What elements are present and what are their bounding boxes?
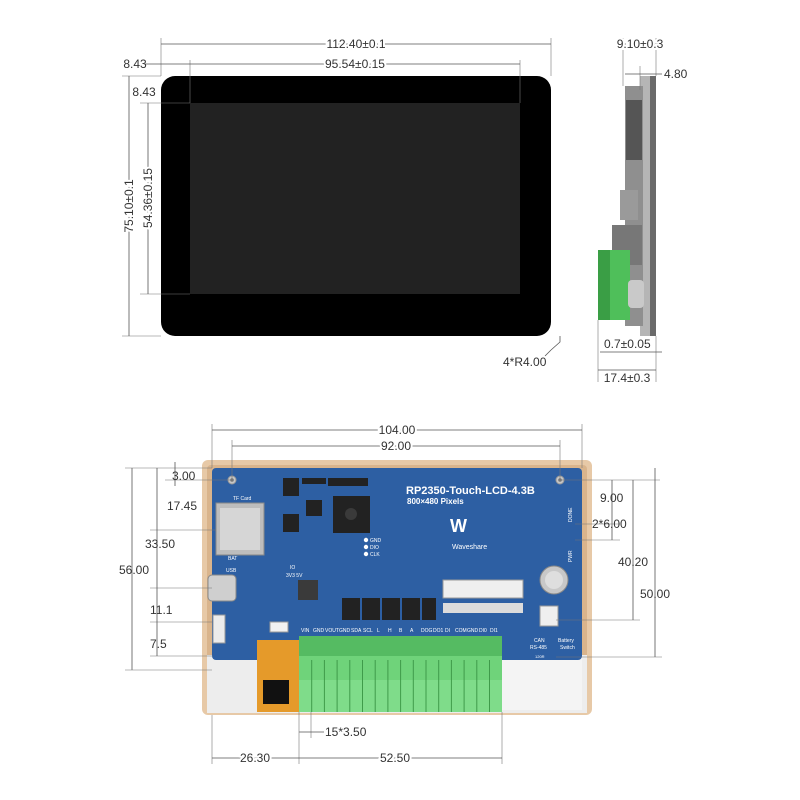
dim-2x6-00: 2*6.00 [592, 517, 627, 531]
svg-text:SDA: SDA [351, 628, 362, 634]
svg-text:DOG: DOG [421, 628, 433, 634]
dim-side-thickness-body: 17.4±0.3 [604, 371, 651, 385]
dim-17-45: 17.45 [167, 499, 197, 513]
svg-text:A: A [410, 628, 414, 634]
can-label: CAN [534, 638, 545, 644]
front-dimensions: 112.40±0.1 95.54±0.15 8.43 8.43 75.10±0.… [120, 35, 561, 369]
board-title: RP2350-Touch-LCD-4.3B [406, 485, 535, 497]
dim-back-width: 104.00 [379, 423, 416, 437]
svg-text:B: B [399, 628, 403, 634]
dim-width-overall: 112.40±0.1 [326, 37, 385, 51]
dim-terminal-offset: 26.30 [240, 751, 270, 765]
usb-c-connector [207, 574, 237, 602]
dim-hole-offset: 3.00 [172, 469, 196, 483]
svg-text:GND: GND [313, 628, 325, 634]
led-gnd-label: GND [370, 538, 382, 544]
reset-button [269, 621, 289, 633]
board-subtitle: 800×480 Pixels [407, 497, 464, 506]
svg-text:GND: GND [339, 628, 351, 634]
dim-hole-spacing: 92.00 [381, 439, 411, 453]
led-clk-label: CLK [370, 552, 380, 558]
bat-label: BAT [228, 556, 237, 562]
pin-labels: VIN GND VOUT GND SDA SCL L H B A DOG DO1… [301, 628, 498, 634]
usb-label: USB [226, 568, 237, 574]
pwr-label: PWR [568, 550, 574, 562]
svg-text:VOUT: VOUT [325, 628, 339, 634]
waveshare-logo: W [450, 516, 467, 536]
svg-text:H: H [388, 628, 392, 634]
dim-50-00: 50.00 [640, 587, 670, 601]
dim-height-overall: 75.10±0.1 [122, 179, 136, 233]
svg-text:DI: DI [445, 628, 450, 634]
dim-border-left: 8.43 [123, 57, 147, 71]
dim-40-20: 40.20 [618, 555, 648, 569]
io-label: IO [290, 565, 295, 571]
svg-text:L: L [377, 628, 380, 634]
battery-label: Battery [558, 638, 574, 644]
dim-7-5: 7.5 [150, 637, 167, 651]
svg-text:DO1: DO1 [433, 628, 444, 634]
dim-side-thickness-overall: 9.10±0.3 [617, 37, 664, 51]
svg-text:DI0: DI0 [479, 628, 487, 634]
dim-corner-radius: 4*R4.00 [503, 355, 547, 369]
svg-text:VIN: VIN [301, 628, 310, 634]
brand-label: Waveshare [452, 544, 487, 551]
dim-border-top: 8.43 [132, 85, 156, 99]
display-active-area [190, 103, 520, 294]
dim-width-active: 95.54±0.15 [325, 57, 385, 71]
dim-11-1: 11.1 [150, 603, 173, 617]
side-connector [212, 614, 226, 644]
dim-side-thickness-panel: 4.80 [664, 67, 688, 81]
tf-card-label: TF Card [233, 496, 252, 502]
dim-side-thickness-cover: 0.7±0.05 [604, 337, 651, 351]
led-dio-label: DIO [370, 545, 379, 551]
svg-text:SCL: SCL [363, 628, 373, 634]
dim-terminal-length: 52.50 [380, 751, 410, 765]
front-view [161, 76, 551, 336]
back-dimensions: 104.00 92.00 3.00 17.45 33.50 56.00 11.1… [119, 421, 670, 767]
term-label: 120R [535, 654, 545, 659]
dim-56-00: 56.00 [119, 563, 149, 577]
battery-switch [539, 605, 559, 627]
dim-height-active: 54.36±0.15 [141, 168, 155, 228]
done-label: DONE [568, 507, 574, 522]
side-view: 9.10±0.3 4.80 0.7±0.05 17.4±0.3 [597, 35, 688, 385]
io-voltage-label: 3V3 5V [286, 573, 303, 579]
dim-33-50: 33.50 [145, 537, 175, 551]
svg-text:GND: GND [467, 628, 479, 634]
switch-label: Switch [560, 645, 575, 651]
dim-9-00: 9.00 [600, 491, 624, 505]
back-view: TF Card USB BAT IO 3V3 5V GND DIO CLK RP… [202, 460, 592, 715]
dim-terminal-pitch: 15*3.50 [325, 725, 367, 739]
fpc-connector [442, 579, 524, 599]
svg-text:DI1: DI1 [490, 628, 498, 634]
svg-text:COM: COM [455, 628, 467, 634]
terminal-block [299, 636, 502, 712]
rs485-label: RS-485 [530, 645, 547, 651]
